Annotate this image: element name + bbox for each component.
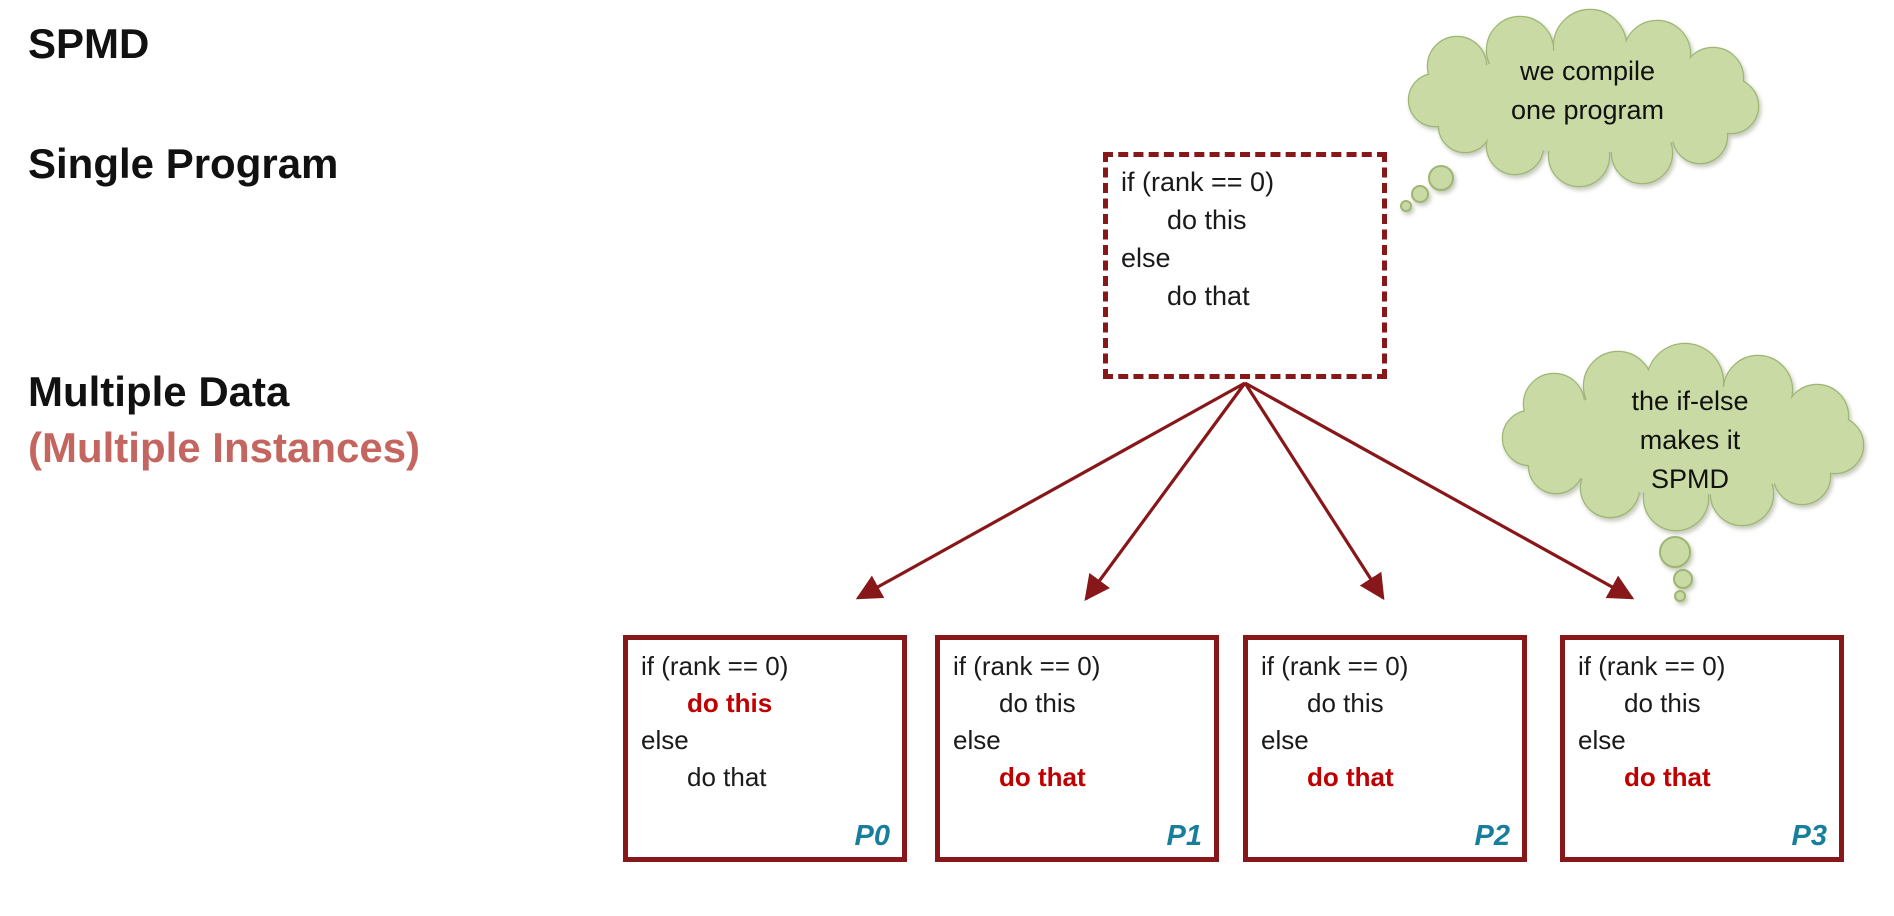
instance-box-p3: if (rank == 0) do this else do that P3 [1560,635,1844,862]
process-label-p3: P3 [1791,820,1827,852]
code-line-else: else [1261,725,1309,755]
page-title: SPMD [28,20,150,67]
code-line-do-that-highlighted: do that [1307,762,1394,792]
heading-multiple-instances: (Multiple Instances) [28,424,421,471]
process-label-p0: P0 [854,820,890,852]
code-line-if: if (rank == 0) [1121,167,1275,197]
code-line-do-that: do that [1167,281,1250,311]
code-line-do-that-highlighted: do that [999,762,1086,792]
callout-spmd-line3: SPMD [1650,464,1729,494]
code-line-if: if (rank == 0) [1578,651,1726,681]
heading-single-program: Single Program [28,140,339,187]
thought-cloud-icon [1501,342,1865,602]
code-line-do-this: do this [999,688,1076,718]
code-line-else: else [1121,243,1171,273]
code-line-if: if (rank == 0) [641,651,789,681]
code-line-do-this: do this [1167,205,1247,235]
callout-spmd-text: the if-else makes it SPMD [1490,382,1890,499]
callout-compile-line2: one program [1510,95,1665,125]
arrow-to-p0 [855,381,1246,600]
instance-box-p0: if (rank == 0) do this else do that P0 [623,635,907,862]
code-line-do-this: do this [1307,688,1384,718]
code-line-if: if (rank == 0) [953,651,1101,681]
thought-tail-bubbles [1400,165,1454,212]
thought-cloud-icon [1400,8,1760,212]
code-line-else: else [1578,725,1626,755]
source-program-box: if (rank == 0) do this else do that [1103,152,1387,379]
callout-spmd: the if-else makes it SPMD [1490,340,1890,608]
callout-spmd-line2: makes it [1639,425,1741,455]
code-line-if: if (rank == 0) [1261,651,1409,681]
arrow-to-p1 [1084,382,1247,602]
callout-spmd-line1: the if-else [1631,386,1749,416]
code-line-do-this: do this [1624,688,1701,718]
arrow-to-p2 [1243,382,1385,601]
instance-box-p2: if (rank == 0) do this else do that P2 [1243,635,1527,862]
code-line-do-that-highlighted: do that [1624,762,1711,792]
code-line-else: else [641,725,689,755]
code-line-do-this-highlighted: do this [687,688,773,718]
process-label-p2: P2 [1474,820,1510,852]
heading-multiple-data: Multiple Data [28,368,290,415]
instance-box-p1: if (rank == 0) do this else do that P1 [935,635,1219,862]
code-line-else: else [953,725,1001,755]
code-line-do-that: do that [687,762,767,792]
process-label-p1: P1 [1166,820,1202,852]
callout-compile: we compile one program [1395,8,1780,220]
callout-compile-text: we compile one program [1395,52,1780,130]
thought-tail-bubbles [1659,536,1693,602]
callout-compile-line1: we compile [1519,56,1656,86]
